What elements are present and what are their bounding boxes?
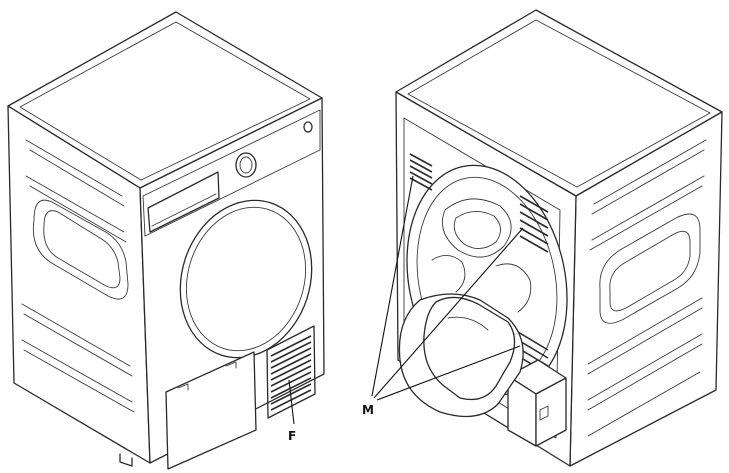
front-dryer-door: [179, 199, 313, 359]
callout-m: M: [362, 175, 524, 417]
program-knob: [235, 152, 257, 178]
rear-vent-lower-right: [517, 331, 549, 375]
compressor-box: [507, 359, 567, 447]
label-front-vent: F: [288, 429, 296, 443]
control-panel: [142, 109, 321, 237]
leader-line-m-3: [376, 345, 521, 401]
leader-line-f: [288, 379, 295, 425]
leader-line-m-2: [373, 227, 524, 399]
rear-vent-upper-right: [519, 195, 549, 253]
condenser-cover: [165, 351, 257, 470]
rear-vent-upper-left: [409, 153, 433, 191]
front-dryer: [7, 11, 325, 470]
start-button: [303, 121, 313, 133]
callout-f: F: [288, 379, 296, 443]
front-dryer-side-embossing: [21, 139, 135, 413]
rear-vent-grilles: [409, 153, 549, 375]
front-dryer-foot: [119, 453, 133, 467]
water-container-drawer: [147, 171, 220, 233]
leader-line-m-1: [371, 175, 414, 397]
label-rear-vents: M: [362, 403, 374, 417]
rear-dryer: [395, 9, 723, 467]
rear-dryer-side-embossing: [587, 139, 707, 437]
